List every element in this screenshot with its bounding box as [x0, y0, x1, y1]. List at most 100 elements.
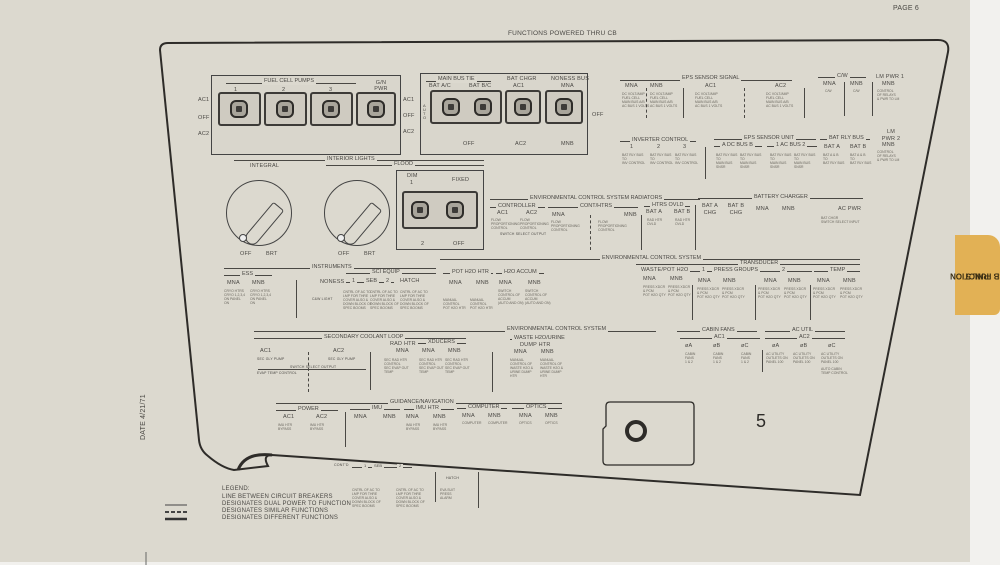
secondary-coolant-loop-label: SECONDARY COOLANT LOOP	[322, 334, 406, 341]
phase-a: øA	[772, 343, 780, 349]
fans-ac1-label: AC1	[712, 334, 727, 341]
divider	[492, 352, 493, 392]
divider	[744, 88, 745, 118]
fine-print: BAT RLY BUS TO MAIN BUS SNSR	[740, 153, 762, 170]
integral-dimmer-knob[interactable]	[226, 180, 292, 248]
temp-label: TEMP	[828, 267, 848, 274]
fine-print: SEC RAD HTR CONTROL SEC EVAP OUT TEMP	[384, 358, 409, 375]
main-bus-tie-bat-ac-switch[interactable]	[442, 98, 460, 116]
auto-label: AUTO	[423, 103, 427, 120]
switch-bay	[545, 90, 583, 124]
noness-bus-switch[interactable]	[555, 98, 573, 116]
flood-dimmer-knob[interactable]	[324, 180, 390, 248]
flood-fixed-switch[interactable]	[446, 201, 464, 219]
flood-dim-switch[interactable]	[411, 201, 429, 219]
fine-print: BAT RLY BUS TO INV CONTROL	[622, 153, 646, 166]
col-3: 3	[329, 87, 333, 93]
divider	[705, 147, 706, 179]
dump-htr-label: DUMP HTR	[520, 342, 551, 348]
fuel-cell-1-switch[interactable]	[230, 100, 248, 118]
legend-different-functions: DESIGNATES DIFFERENT FUNCTIONS	[222, 515, 339, 521]
seb-label: SEB	[364, 278, 380, 285]
dc-bus-label: A DC BUS B	[720, 142, 755, 149]
bat-a-chg-label: BAT A CHG	[701, 203, 719, 217]
col-mna: MNA	[422, 348, 435, 354]
fuel-cell-pumps-label: FUEL CELL PUMPS	[262, 78, 317, 85]
fine-print: C/W	[825, 89, 832, 93]
power-label: POWER	[296, 406, 321, 413]
col-ac-pwr: AC PWR	[838, 206, 862, 212]
main-bus-tie-bat-bc-switch[interactable]	[474, 98, 492, 116]
divider	[435, 472, 436, 502]
fuel-cell-pump-panel: FUEL CELL PUMPS 1 2 3 G/N PWR	[211, 75, 401, 155]
fine-print: BAT RLY BUS TO INV CONTROL	[650, 153, 674, 166]
fine-print: SWITCH CONTROL OF ACCUM (AUTO AND ON)	[498, 289, 524, 306]
fine-print: SEC GLY PUMP	[257, 357, 285, 361]
divider	[762, 350, 763, 372]
main-bus-tie-label: MAIN BUS TIE	[436, 76, 477, 83]
fine-print: PRESS XDCR & PCM POT H2O QTY	[840, 287, 863, 300]
fine-print: PRESS XDCR & PCM POT H2O QTY	[813, 287, 836, 300]
col-mnb: MNB	[252, 280, 265, 286]
divider	[345, 412, 346, 447]
fixed-off-label: OFF	[453, 241, 465, 247]
imu-label: IMU	[370, 405, 385, 412]
fine-print: EVAP TEMP CONTROL	[257, 371, 297, 375]
inv-3: 3	[683, 144, 687, 150]
switch-bay	[402, 191, 478, 229]
fine-print: PRESS XDCR & PCM POT H2O QTY	[643, 285, 666, 298]
fuel-cell-2-switch[interactable]	[276, 100, 294, 118]
divider	[872, 82, 873, 116]
bat-chgr-label: BAT CHGR	[507, 76, 537, 82]
pos-ac1: AC1	[403, 97, 415, 103]
fine-print: EVA SUIT PRESS ALARM	[440, 488, 456, 501]
inv-2: 2	[657, 144, 661, 150]
col-mnb: MNB	[541, 349, 554, 355]
knob-index	[239, 234, 247, 242]
tab-label-2: PNL 5	[966, 271, 989, 281]
col-bat-a: BAT A	[646, 209, 663, 215]
col-mnb: MNB	[624, 212, 637, 218]
integral-brt: BRT	[266, 251, 278, 257]
col-mnb: MNB	[433, 414, 446, 420]
seb-2: 2	[397, 463, 404, 468]
col-mna: MNA	[764, 278, 777, 284]
instruments-label: INSTRUMENTS	[310, 264, 354, 271]
bus-panel: AUTO MAIN BUS TIE BAT A/C BAT B/C BAT CH…	[420, 73, 589, 155]
eps-sensor-signal-label: EPS SENSOR SIGNAL	[680, 75, 742, 82]
fine-print: BAT RLY BUS TO MAIN BUS SNSR	[770, 153, 792, 170]
col-mna: MNA	[354, 414, 367, 420]
h2o-accum-label: H2O ACCUM	[502, 269, 539, 276]
fine-print: CNTRL OF AC TO LMP FOR THRE COVER ALSO &…	[370, 290, 399, 311]
ac-util-label: AC UTIL	[790, 327, 816, 334]
mna-label: MNA	[561, 83, 574, 89]
dim-2-label: 2	[421, 241, 425, 247]
col-mna: MNA	[462, 413, 475, 419]
divider	[692, 285, 693, 320]
col-mna: MNA	[227, 280, 240, 286]
fine-print: CNTRL OF AC TO LMP FOR THRE COVER ALSO &…	[400, 290, 429, 311]
seb-2: 2	[384, 278, 392, 285]
gn-pwr-label: G/N PWR	[374, 80, 388, 92]
pos-mnb: MNB	[561, 141, 574, 147]
col-bat-b: BAT B	[674, 209, 691, 215]
fine-print: BAT A & B TO BAT RLY BUS	[850, 153, 872, 166]
util-ac2-label: AC2	[797, 334, 812, 341]
col-mna: MNA	[643, 276, 656, 282]
divider	[646, 88, 647, 118]
bat-ac-label: BAT A/C	[429, 83, 451, 89]
seb-1: 1	[350, 278, 358, 285]
legend-line-1: LINE BETWEEN CIRCUIT BREAKERS	[222, 494, 333, 500]
col-mnb: MNB	[488, 413, 501, 419]
fine-print: CABIN FANS 1 & 2	[713, 352, 724, 365]
fuel-cell-3-switch[interactable]	[322, 100, 340, 118]
fine-print: CRYO HTRS CRYO 1,2,3,4 ON PANEL ON	[250, 289, 272, 306]
fine-print: AC UTILITY OUTLETS ON PANEL 100	[793, 352, 815, 365]
gn-power-switch[interactable]	[367, 100, 385, 118]
fine-print: AC UTILITY OUTLETS ON PANEL 100	[821, 352, 843, 365]
col-mnb: MNB	[476, 280, 489, 286]
col-mnb: MNB	[448, 348, 461, 354]
bat-chgr-switch[interactable]	[514, 98, 532, 116]
